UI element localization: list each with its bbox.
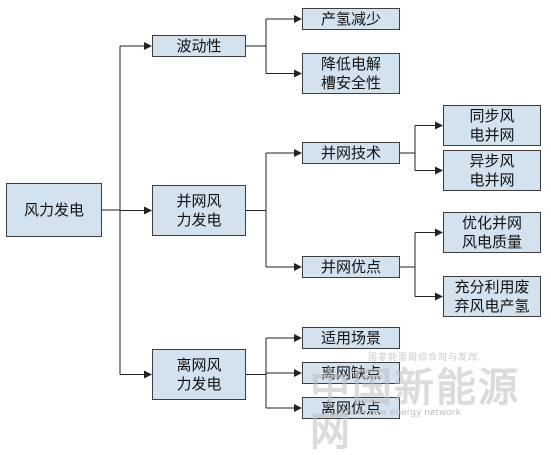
arrowhead-grid [144, 206, 152, 215]
watermark-subtitle: China new energy network [340, 408, 461, 418]
arrowhead-g_adv [294, 263, 302, 271]
node-a1: 优化并网 风电质量 [443, 212, 541, 253]
node-g-tech: 并网技术 [302, 142, 400, 164]
connector-layer [102, 15, 443, 412]
arrowhead-offgrid [144, 370, 152, 379]
node-t1: 同步风 电并网 [443, 105, 541, 146]
node-grid: 并网风 力发电 [152, 185, 246, 236]
node-offgrid: 离网风 力发电 [152, 349, 246, 400]
arrowhead-t2 [435, 166, 443, 175]
node-o2: 离网缺点 [302, 362, 400, 384]
node-g-adv: 并网优点 [302, 256, 400, 278]
arrowhead-g_tech [294, 149, 302, 157]
node-v2: 降低电解 槽安全性 [302, 53, 400, 94]
node-volatility: 波动性 [152, 35, 246, 57]
arrowhead-volatility [144, 42, 152, 50]
arrowhead-a1 [435, 228, 443, 237]
arrowhead-v1 [294, 15, 302, 23]
arrowhead-o1 [294, 334, 302, 342]
watermark-line1: 国家能源局综合司与发改 [368, 353, 479, 363]
arrowhead-o3 [294, 404, 302, 412]
arrowhead-t1 [435, 121, 443, 130]
node-t2: 异步风 电并网 [443, 150, 541, 191]
arrowhead-o2 [294, 369, 302, 377]
arrowhead-a2 [435, 292, 443, 301]
node-root: 风力发电 [6, 183, 102, 237]
node-v1: 产氢减少 [302, 8, 400, 30]
tree-diagram: 风力发电 波动性并网风 力发电离网风 力发电 产氢减少降低电解 槽安全性并网技术并网… [6, 8, 541, 419]
node-o1: 适用场景 [302, 327, 400, 349]
node-o3: 离网优点 [302, 397, 400, 419]
node-a2: 充分利用废 弃风电产氢 [443, 276, 541, 317]
arrowhead-v2 [294, 69, 302, 78]
